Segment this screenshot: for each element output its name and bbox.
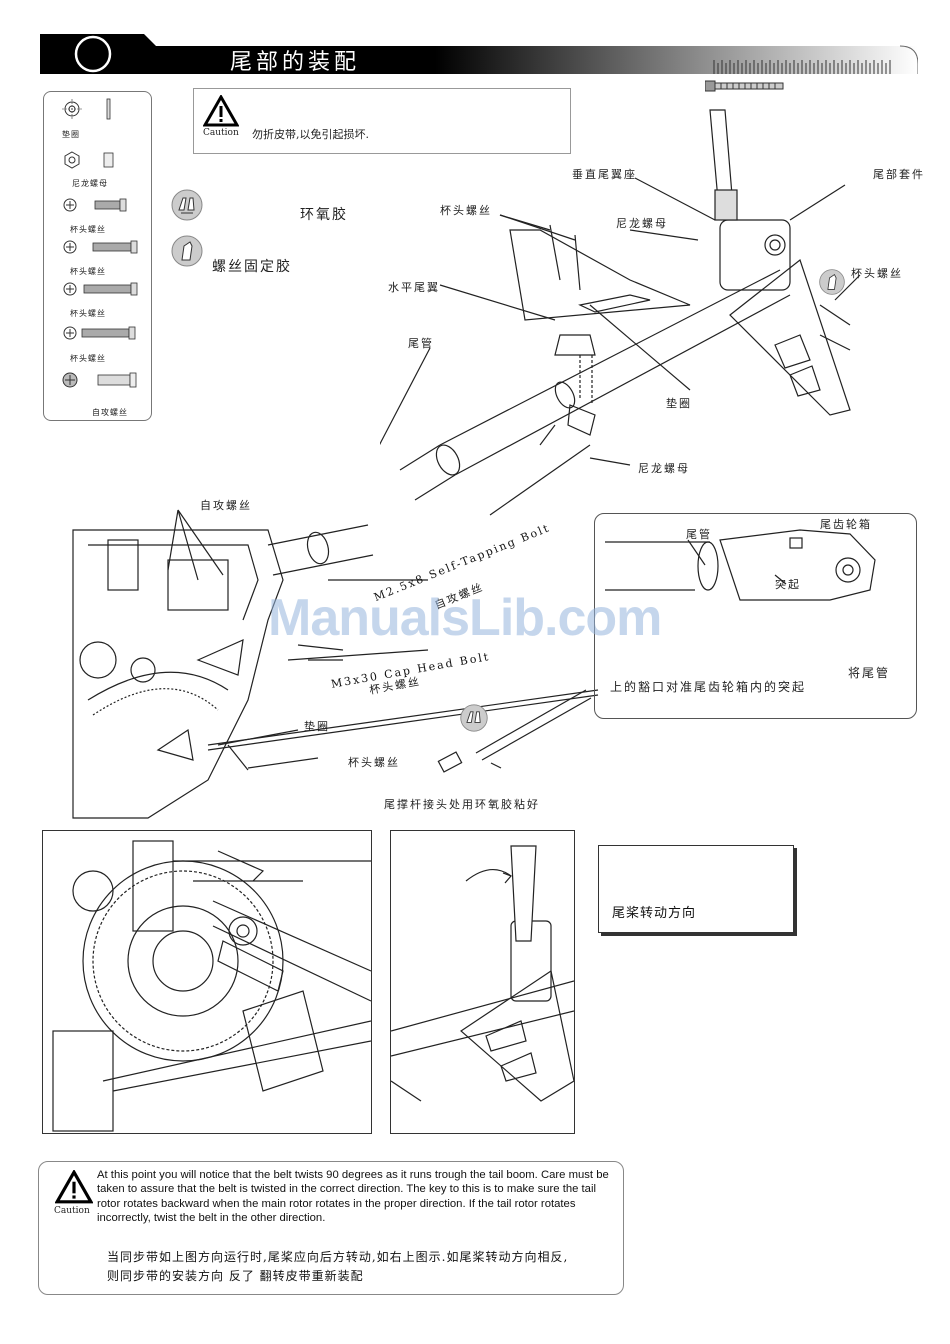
label-cap-screw-right: 杯头螺丝	[851, 267, 903, 280]
label-cap-screw-frame: 杯头螺丝	[348, 756, 400, 769]
cap-screw-icon	[63, 198, 127, 212]
washer-icon	[62, 98, 111, 120]
label-vertical-fin-mount: 垂直尾翼座	[572, 168, 637, 181]
strut-end-icon	[437, 689, 592, 773]
inset-note-line1: 将尾管	[848, 666, 891, 680]
label-self-tapping-frame: 自攻螺丝	[200, 499, 252, 512]
label-tail-kit: 尾部套件	[873, 168, 925, 181]
rotor-direction-box	[598, 845, 794, 933]
caution-top-box	[193, 88, 571, 154]
part-label-cap-screw-4: 杯头螺丝	[70, 354, 106, 363]
threadlock-icon	[819, 269, 845, 295]
page-title: 尾部的装配	[230, 50, 361, 75]
threadlock-icon	[171, 235, 203, 267]
parts-list-panel	[43, 91, 152, 421]
part-label-nylon-nut: 尼龙螺母	[72, 179, 108, 188]
label-washer-tail: 垫圈	[666, 397, 692, 410]
caution-warning-icon	[203, 95, 239, 127]
epoxy-label: 环氧胶	[300, 207, 348, 223]
inset-label-gear-box: 尾齿轮箱	[820, 518, 872, 531]
part-label-cap-screw-1: 杯头螺丝	[70, 225, 106, 234]
part-label-washer: 垫圈	[62, 130, 80, 139]
cap-screw-icon	[63, 282, 138, 296]
label-nylon-nut-bottom: 尼龙螺母	[638, 462, 690, 475]
label-horizontal-fin: 水平尾翼	[388, 281, 440, 294]
inset-box	[594, 513, 917, 719]
inset-note-line2: 上的豁口对准尾齿轮箱内的突起	[610, 680, 807, 694]
photo-gear-assembly	[42, 830, 372, 1134]
cap-screw-icon	[63, 240, 138, 254]
tail-assembly-diagram	[380, 109, 861, 516]
inset-label-tail-boom: 尾管	[686, 528, 712, 541]
epoxy-icon	[460, 704, 488, 732]
caution-top-text: 勿折皮带,以免引起损坏.	[252, 128, 369, 141]
step-circle-icon	[74, 35, 112, 73]
label-tail-boom: 尾管	[408, 337, 434, 350]
threadlock-label: 螺丝固定胶	[212, 259, 292, 275]
ruler-icon	[713, 60, 891, 74]
photo-tail-rotor-direction	[390, 830, 575, 1134]
cap-screw-icon	[63, 326, 136, 340]
screw-scale-icon	[705, 80, 784, 92]
part-label-cap-screw-2: 杯头螺丝	[70, 267, 106, 276]
epoxy-icon	[171, 189, 203, 221]
label-nylon-nut-top: 尼龙螺母	[616, 217, 668, 230]
part-label-cap-screw-3: 杯头螺丝	[70, 309, 106, 318]
caution-word-bottom: Caution	[54, 1206, 90, 1216]
caution-warning-icon	[55, 1170, 93, 1204]
inset-label-bump: 突起	[775, 578, 801, 591]
watermark: ManualsLib.com	[268, 589, 662, 647]
inset-diagram	[605, 529, 876, 601]
rotor-direction-label: 尾桨转动方向	[612, 906, 697, 921]
label-strut-note: 尾撑杆接头处用环氧胶粘好	[384, 798, 540, 811]
caution-chinese-line1: 当同步带如上图方向运行时,尾桨应向后方转动,如右上图示.如尾桨转动方向相反,	[107, 1250, 569, 1264]
part-label-self-tapping: 自攻螺丝	[92, 408, 128, 417]
label-washer-frame: 垫圈	[304, 720, 330, 733]
label-cap-screw-top: 杯头螺丝	[440, 204, 492, 217]
self-tapping-screw-icon	[62, 372, 137, 388]
nylon-nut-icon	[64, 151, 114, 169]
caution-bottom-box	[38, 1161, 624, 1295]
caution-english-text: At this point you will notice that the b…	[97, 1169, 609, 1225]
frame-assembly-diagram	[72, 509, 599, 819]
caution-word: Caution	[203, 128, 239, 138]
caution-chinese-line2: 则同步带的安装方向 反了 翻转皮带重新装配	[107, 1269, 364, 1283]
